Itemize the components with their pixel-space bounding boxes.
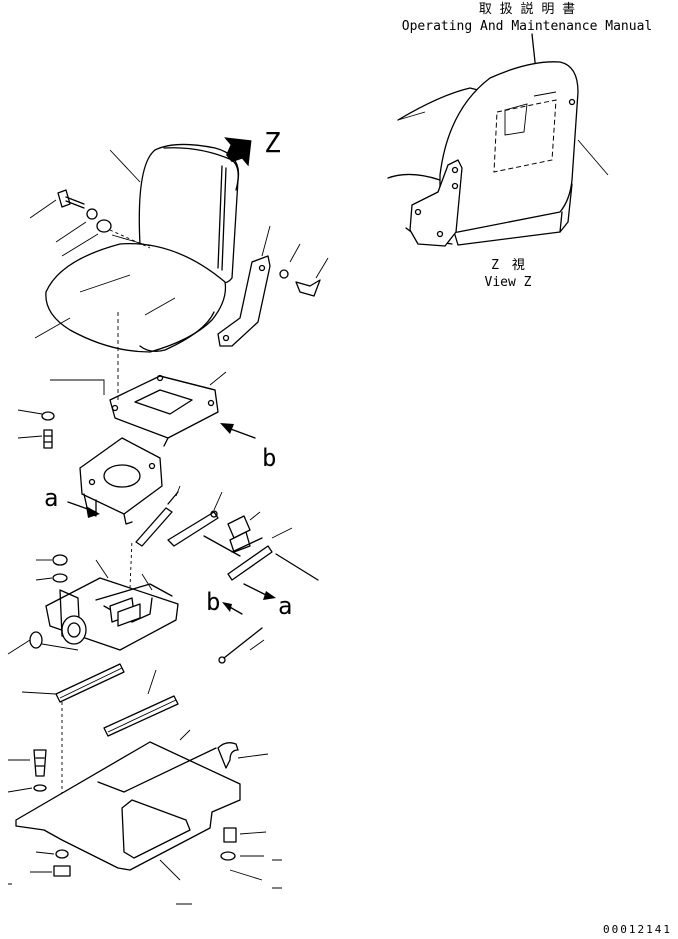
drawing-number: 00012141 — [603, 923, 672, 936]
knob-icon — [29, 631, 43, 649]
pivot-boss — [61, 615, 87, 645]
left-fasteners — [17, 409, 55, 449]
base-frame — [7, 729, 282, 905]
link-arm-upper — [167, 511, 219, 547]
washer-icon-base-right — [220, 851, 236, 861]
view-a-letter-left: a — [44, 484, 58, 512]
linkage-parts: b a — [135, 485, 319, 664]
seat-back-bracket — [409, 159, 463, 247]
seat-back-rear — [439, 61, 579, 233]
shock-absorber — [135, 507, 173, 547]
washer-icon-left-2 — [52, 573, 68, 583]
seat-side-bracket — [217, 255, 271, 347]
bolt-icon-left-1 — [43, 429, 53, 449]
view-z-caption-english: View Z — [485, 275, 532, 290]
suspension-base — [7, 539, 179, 655]
washer-icon — [86, 208, 98, 220]
slide-rails — [21, 663, 179, 838]
seat-assembly: Z — [29, 126, 329, 353]
adjust-lever — [217, 742, 239, 769]
washer-icon-base — [33, 784, 47, 792]
view-z-direction-arrow — [224, 137, 252, 167]
spring-icon — [223, 827, 237, 843]
bushing-icon — [96, 219, 112, 233]
nut-icon-base-2 — [53, 865, 71, 877]
view-z-caption-japanese: Z 視 — [491, 258, 525, 273]
manual-note-english: Operating And Maintenance Manual — [402, 19, 652, 34]
view-z-seat-back: 取 扱 説 明 書 Operating And Maintenance Manu… — [387, 1, 652, 290]
manual-pocket-outline — [493, 99, 557, 173]
seat-cushion — [45, 243, 227, 353]
tie-rod — [223, 627, 263, 659]
manual-note-japanese: 取 扱 説 明 書 — [479, 1, 575, 17]
view-b-letter-lower: b — [206, 588, 220, 616]
bolt-icon-base — [33, 749, 47, 777]
washer-icon-left-1 — [41, 411, 55, 421]
nut-icon-base-1 — [55, 849, 69, 859]
suspension-bracket: a — [44, 437, 163, 525]
view-a-letter-lower: a — [278, 592, 292, 620]
view-b-letter-upper: b — [262, 444, 276, 472]
nut-icon-left — [52, 554, 68, 566]
upper-slide-plate: b — [50, 312, 276, 472]
link-arm-lower — [227, 545, 273, 581]
base-plate — [15, 741, 241, 871]
washer-icon-right — [279, 269, 289, 279]
bolt-hex-left — [57, 189, 71, 208]
view-z-letter: Z — [264, 126, 281, 159]
